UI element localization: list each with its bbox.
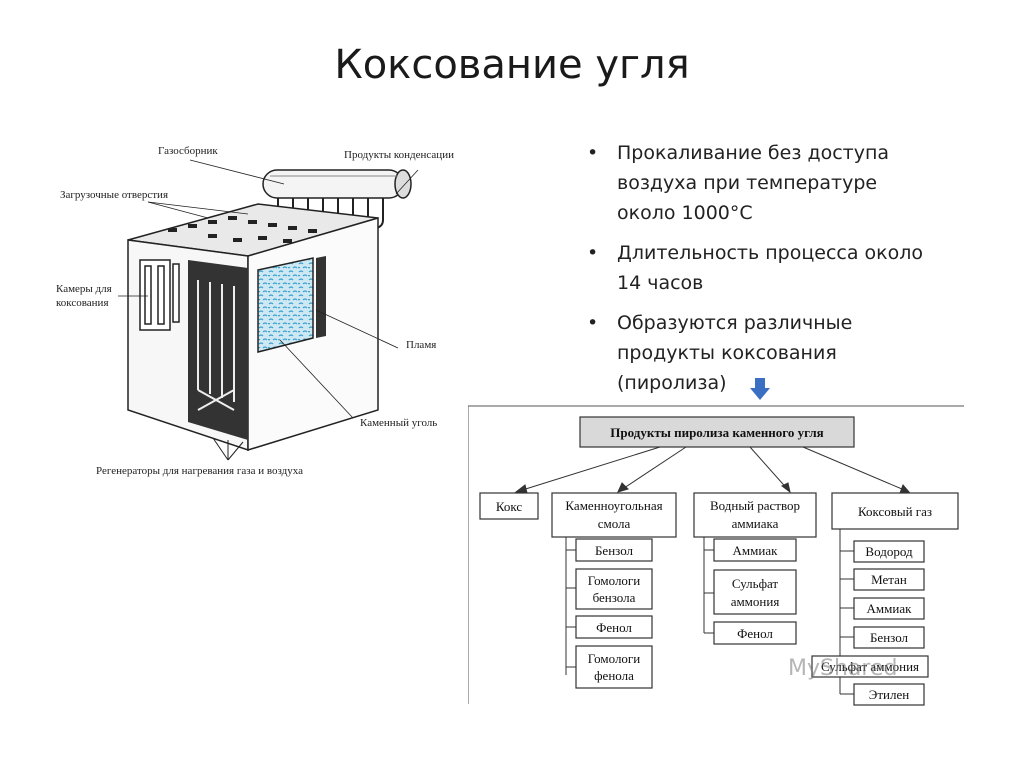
bullet-dot: • <box>587 242 599 264</box>
root-node <box>579 416 855 448</box>
item-node <box>853 540 925 563</box>
item-label: Гомологи <box>588 651 641 666</box>
item-label: Метан <box>871 572 907 587</box>
label-flame: Пламя <box>406 339 436 351</box>
label-coal: Каменный уголь <box>360 417 437 429</box>
bullet-text: Образуются различные продукты коксования… <box>617 312 853 394</box>
item-label: Сульфат <box>732 576 779 591</box>
item-node <box>575 568 653 610</box>
bullet-dot: • <box>587 142 599 164</box>
watermark-logo: MyShared <box>788 656 898 681</box>
group-node <box>551 492 677 538</box>
bullet-item: • Образуются различные продукты коксован… <box>585 308 925 398</box>
item-node <box>575 538 653 562</box>
label-condensation: Продукты конденсации <box>344 149 454 161</box>
item-node <box>853 683 925 706</box>
label-loading-holes: Загрузочные отверстия <box>60 189 168 201</box>
group-node <box>479 492 539 520</box>
item-label: бензола <box>593 590 636 605</box>
item-node <box>853 597 925 620</box>
item-label: Бензол <box>595 543 634 558</box>
item-label: Гомологи <box>588 573 641 588</box>
coking-chambers <box>139 259 180 331</box>
group-node <box>693 492 817 538</box>
item-label: Фенол <box>737 626 773 641</box>
item-node <box>811 655 929 678</box>
bullet-text: Прокаливание без доступа воздуха при тем… <box>617 142 890 224</box>
label-gas-collector: Газосборник <box>158 145 218 157</box>
label-chambers-2: коксования <box>56 297 109 309</box>
group-label: смола <box>598 516 631 531</box>
bullet-item: • Длительность процесса около 14 часов <box>585 238 925 298</box>
item-node <box>575 615 653 639</box>
item-node <box>853 626 925 649</box>
slide-title: Коксование угля <box>334 42 690 88</box>
item-node <box>713 538 797 562</box>
item-label: Аммиак <box>733 543 779 558</box>
group-label: Кокс <box>496 499 523 514</box>
group-label: аммиака <box>732 516 779 531</box>
root-label: Продукты пиролиза каменного угля <box>610 425 823 440</box>
label-regenerators: Регенераторы для нагревания газа и возду… <box>96 465 303 477</box>
arrow-down-icon <box>750 378 770 400</box>
item-node <box>713 569 797 615</box>
coal-charge <box>257 257 314 353</box>
item-node <box>853 568 925 591</box>
bullet-list: • Прокаливание без доступа воздуха при те… <box>585 138 925 408</box>
item-label: Фенол <box>596 620 632 635</box>
item-label: Бензол <box>870 630 909 645</box>
item-label: Водород <box>865 544 913 559</box>
pyrolysis-tree-diagram: Продукты пиролиза каменного угля Кокс Ка… <box>468 405 964 706</box>
group-label: Коксовый газ <box>858 504 932 519</box>
bullet-text: Длительность процесса около 14 часов <box>617 242 924 294</box>
item-label: аммония <box>731 594 780 609</box>
item-label: фенола <box>594 668 634 683</box>
item-label: Этилен <box>869 687 909 702</box>
item-node <box>575 645 653 689</box>
item-label: Аммиак <box>867 601 913 616</box>
group-node <box>831 492 959 530</box>
group-label: Каменноугольная <box>565 498 662 513</box>
item-label: Сульфат аммония <box>821 659 919 674</box>
item-node <box>713 621 797 645</box>
bullet-item: • Прокаливание без доступа воздуха при те… <box>585 138 925 228</box>
bullet-dot: • <box>587 312 599 334</box>
coke-oven-illustration: Газосборник Продукты конденсации Загрузо… <box>56 145 454 477</box>
group-label: Водный раствор <box>710 498 800 513</box>
label-chambers-1: Камеры для <box>56 283 112 295</box>
